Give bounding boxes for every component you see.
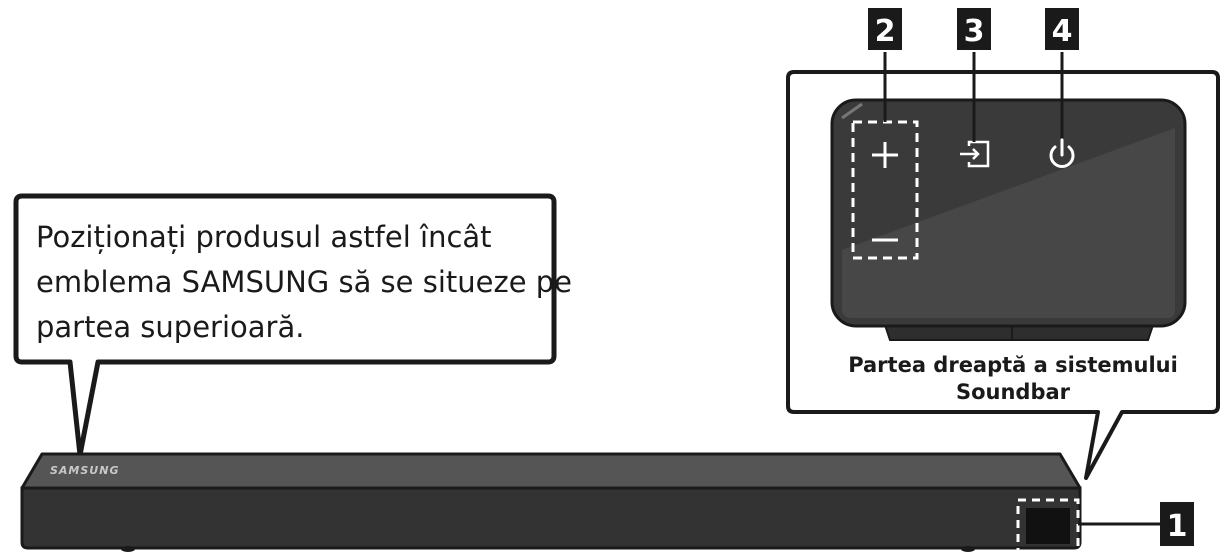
volume-up-button[interactable] xyxy=(872,142,898,168)
badge-1: 1 xyxy=(1078,502,1194,546)
soundbar-front xyxy=(20,486,1082,550)
badge-3: 3 xyxy=(957,8,991,142)
samsung-logo: SAMSUNG xyxy=(50,464,119,477)
badge-3-label: 3 xyxy=(964,14,985,49)
source-button[interactable] xyxy=(960,140,990,168)
power-icon xyxy=(1049,138,1075,168)
inset-caption-line-2: Soundbar xyxy=(956,380,1071,404)
soundbar: SAMSUNG xyxy=(20,452,1082,554)
callout-line-1: Poziționați produsul astfel încât xyxy=(36,220,492,254)
plus-icon xyxy=(872,142,898,168)
power-button[interactable] xyxy=(1049,138,1075,168)
display-highlight xyxy=(1016,498,1080,554)
badge-4: 4 xyxy=(1045,8,1079,138)
display-window xyxy=(1026,508,1070,544)
inset-caption-line-1: Partea dreaptă a sistemului xyxy=(848,353,1178,377)
callout-line-3: partea superioară. xyxy=(36,310,304,344)
soundbar-top xyxy=(20,452,1082,490)
badge-2-label: 2 xyxy=(875,14,896,49)
positioning-callout: Poziționați produsul astfel încât emblem… xyxy=(13,193,572,458)
badge-1-label: 1 xyxy=(1167,509,1188,544)
badge-4-label: 4 xyxy=(1052,14,1073,49)
source-input-icon xyxy=(960,140,990,168)
callout-line-2: emblema SAMSUNG să se situeze pe xyxy=(36,265,572,299)
right-side-inset: Partea dreaptă a sistemului Soundbar xyxy=(786,70,1220,480)
badge-2: 2 xyxy=(868,8,902,122)
